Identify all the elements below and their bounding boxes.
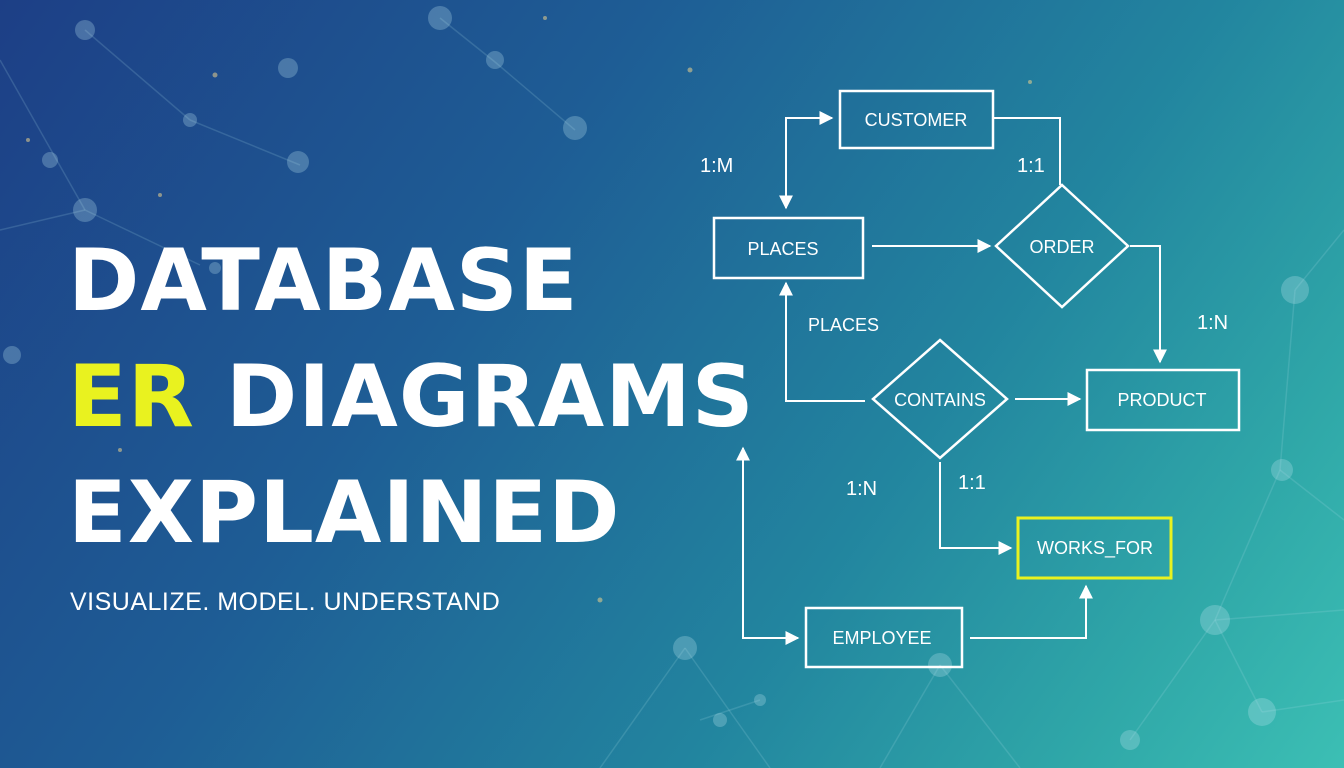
connector-employee-worksfor <box>970 584 1093 639</box>
cardinality-11-top: 1:1 <box>1017 155 1045 177</box>
connector-order-product <box>1130 245 1167 364</box>
tagline: VISUALIZE. MODEL. UNDERSTAND <box>70 588 501 616</box>
connector-customer-order <box>993 117 1061 185</box>
headline-line2: ER DIAGRAMS <box>68 354 755 440</box>
connector-contains-worksfor <box>939 462 1013 555</box>
entity-customer-label: CUSTOMER <box>865 110 968 130</box>
cardinality-11-bottom: 1:1 <box>958 472 986 494</box>
entity-places-label: PLACES <box>747 239 818 259</box>
cardinality-1n-bottom: 1:N <box>846 478 877 500</box>
headline-line1: DATABASE <box>68 231 579 331</box>
relationship-order: ORDER <box>994 183 1130 309</box>
entity-customer: CUSTOMER <box>838 89 995 150</box>
entity-places: PLACES <box>712 216 865 280</box>
entity-product: PRODUCT <box>1085 368 1241 432</box>
entity-employee-label: EMPLOYEE <box>832 628 931 648</box>
headline-line2-rest: DIAGRAMS <box>194 347 755 447</box>
connector-contains-places <box>779 281 865 402</box>
entity-works-for-label: WORKS_FOR <box>1037 538 1153 559</box>
entity-product-label: PRODUCT <box>1118 390 1207 410</box>
entity-employee: EMPLOYEE <box>804 606 964 669</box>
places-text-label: PLACES <box>808 315 879 335</box>
headline-line3: EXPLAINED <box>68 463 621 563</box>
relationship-contains-label: CONTAINS <box>894 390 986 410</box>
cardinality-1n-right: 1:N <box>1197 312 1228 334</box>
cardinality-1m: 1:M <box>700 155 733 177</box>
relationship-order-label: ORDER <box>1029 237 1094 257</box>
entity-works-for: WORKS_FOR <box>1016 516 1173 580</box>
headline-accent: ER <box>68 347 195 447</box>
connector-vertical-employee <box>736 446 800 645</box>
relationship-contains: CONTAINS <box>871 338 1009 460</box>
connector-customer-places <box>779 111 834 210</box>
